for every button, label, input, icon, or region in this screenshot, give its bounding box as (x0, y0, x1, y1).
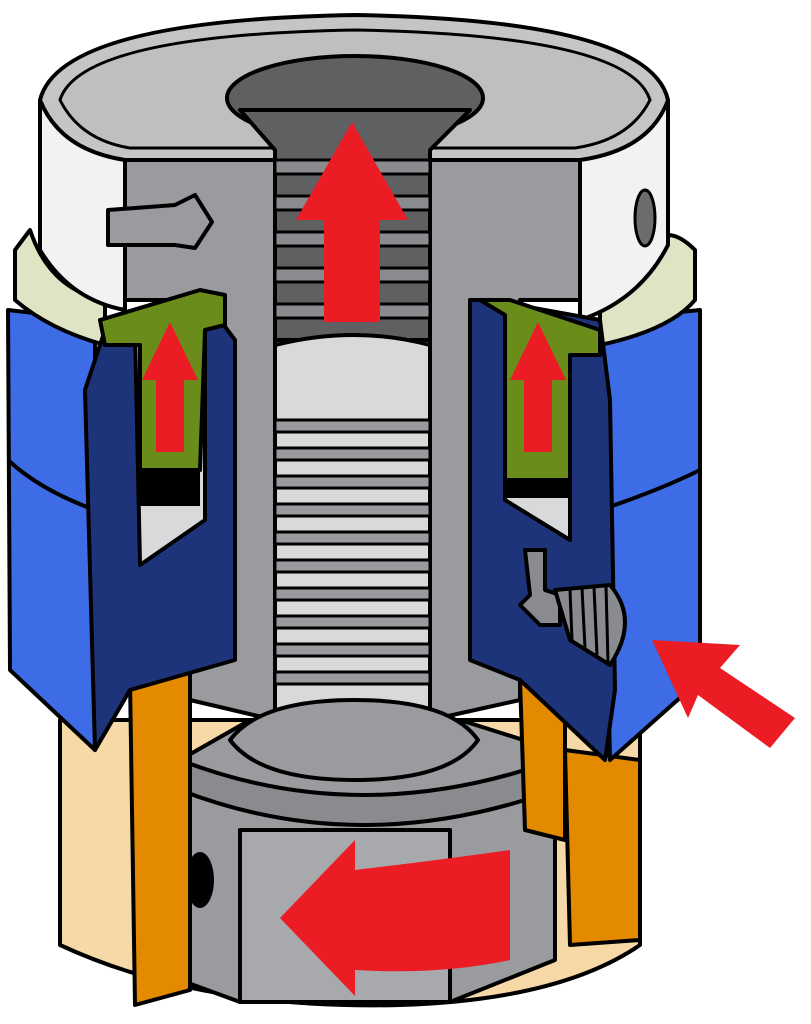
rotation-arrow (280, 840, 510, 996)
nut-hole (186, 852, 214, 908)
bore-bottom-chamfer (228, 698, 480, 782)
lower-bore (273, 333, 432, 722)
left-leg (128, 668, 192, 1007)
outer-blue-cylinder (6, 308, 97, 752)
lower-threads (273, 418, 432, 686)
left-piston-seal (140, 468, 200, 506)
valve-stem (518, 548, 562, 627)
housing-hole (633, 188, 657, 248)
right-leg-lower (563, 748, 642, 947)
inlet-arrow (652, 640, 795, 748)
spring-coils (568, 585, 610, 663)
bore-up-arrow (296, 122, 408, 322)
pin (106, 193, 214, 250)
left-piston-up-arrow (142, 322, 198, 452)
right-piston-up-arrow (510, 322, 566, 452)
right-piston-seal (505, 478, 570, 498)
